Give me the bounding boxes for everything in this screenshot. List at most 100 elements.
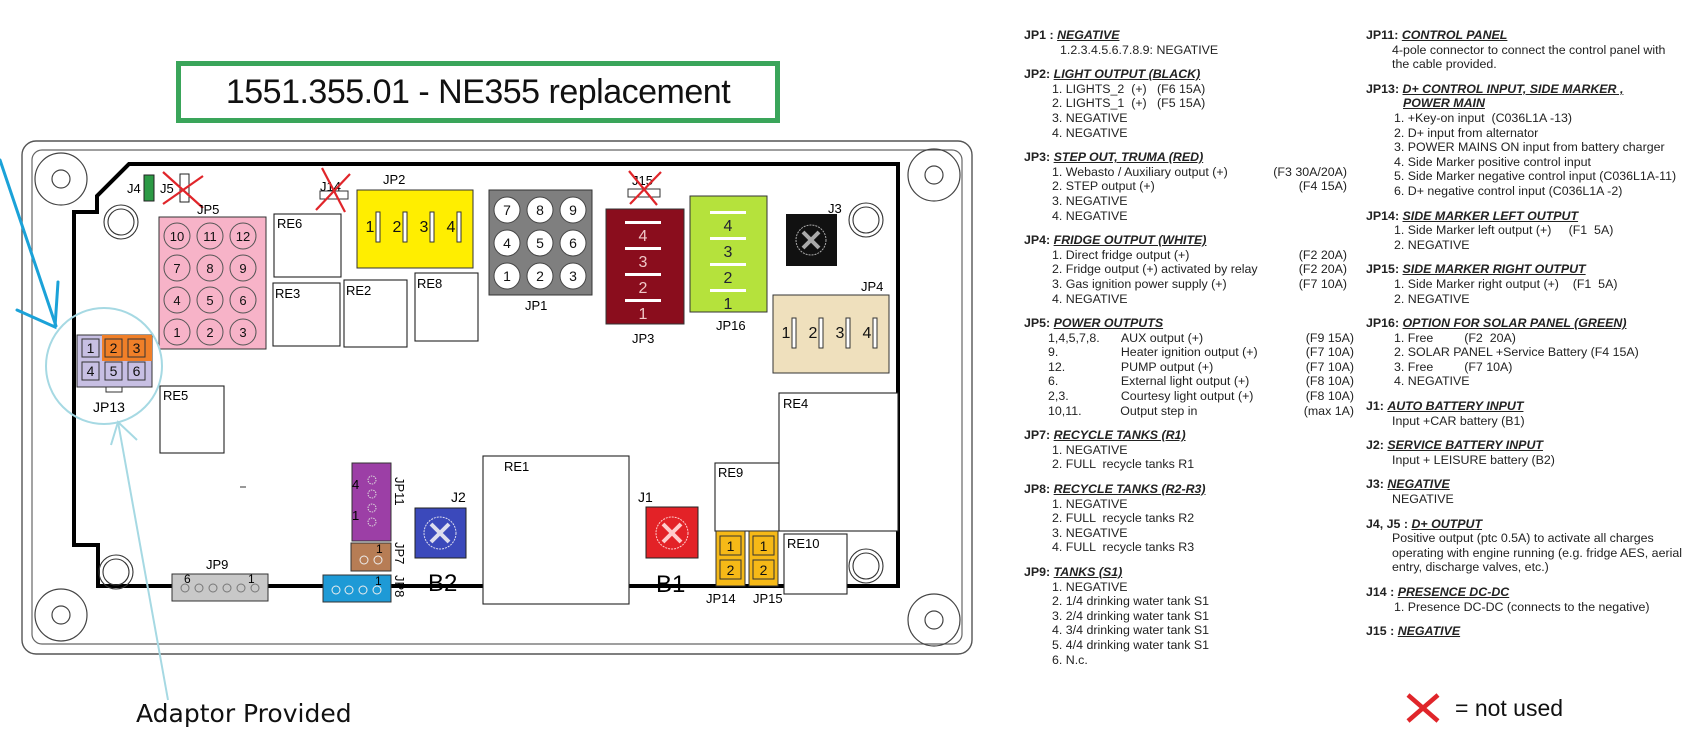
legend-item-fuse: (F2 20A) (1298, 247, 1347, 262)
jp3-pin (625, 299, 661, 302)
legend-item: 6. N.c. (1052, 652, 1088, 667)
jp5-pin (229, 222, 257, 250)
legend-code: JP4: (1024, 233, 1054, 248)
legend-item: 4. NEGATIVE (1024, 209, 1347, 224)
jp11-pin-mark-4: 4 (352, 477, 359, 492)
jp4-pin-label: 2 (809, 325, 818, 342)
jp3-pin (625, 273, 661, 276)
legend-title: POWER MAIN (1403, 96, 1485, 111)
legend-heading: J15 : NEGATIVE (1366, 624, 1691, 639)
legend-code: J14 : (1366, 585, 1398, 599)
jp13-pin-label: 2 (110, 340, 118, 356)
legend-item: 4. NEGATIVE (1052, 125, 1128, 140)
legend-item: 1. NEGATIVE (1052, 496, 1128, 511)
jp15-pin-label: 1 (760, 538, 768, 554)
legend-row-pins: 2,3. (1048, 389, 1069, 404)
legend-section-j15: J15 : NEGATIVE (1366, 624, 1691, 639)
label-jp1: JP1 (525, 298, 547, 313)
jp5-pin (229, 286, 257, 314)
legend-code: J15 : (1366, 624, 1398, 639)
jp13-pin-label: 4 (87, 363, 95, 379)
legend-heading: JP13: D+ CONTROL INPUT, SIDE MARKER , (1366, 82, 1691, 97)
legend-item: 4. FULL recycle tanks R3 (1052, 540, 1195, 555)
jp16-pin (710, 263, 746, 266)
label-jp11: JP11 (392, 477, 407, 506)
relay-re4 (778, 392, 899, 532)
legend-code: JP5: (1024, 316, 1054, 331)
legend-code: JP11: (1366, 28, 1402, 42)
legend-section-j2: J2: SERVICE BATTERY INPUT Input + LEISUR… (1366, 438, 1691, 467)
jp1-pin (559, 229, 587, 257)
label-j3: J3 (828, 201, 842, 216)
label-jp2: JP2 (383, 172, 405, 187)
legend-item: 1. Side Marker right output (+) (F1 5A) (1394, 276, 1618, 291)
relay-re9 (714, 462, 780, 532)
relay-re8 (414, 272, 479, 342)
legend-item: 2. LIGHTS_1 (+) (F5 15A) (1052, 96, 1206, 111)
legend-title: AUTO BATTERY INPUT (1387, 399, 1524, 414)
jp16-pin (710, 237, 746, 240)
relay-re10 (783, 533, 848, 595)
label-jp9: JP9 (206, 557, 228, 572)
jp3-pin-label: 2 (639, 280, 648, 297)
label-re4: RE4 (783, 396, 808, 411)
jp4-pin (872, 317, 878, 349)
legend-title: STEP OUT, TRUMA (RED) (1053, 150, 1204, 165)
jp3-pin-label: 3 (639, 254, 648, 271)
title-text: 1551.355.01 - NE355 replacement (225, 72, 731, 111)
relay-re2 (343, 279, 408, 348)
legend-row-desc: PUMP output (+) (1120, 359, 1214, 374)
legend-item: 2. 1/4 drinking water tank S1 (1052, 594, 1210, 609)
legend-item: 1. NEGATIVE (1052, 579, 1128, 594)
label-j5: J5 (160, 181, 174, 196)
jp9-pin-mark-6: 6 (184, 572, 191, 586)
jp13-highlight-circle (45, 307, 163, 425)
legend-section-j3: J3: NEGATIVE NEGATIVE (1366, 477, 1691, 506)
legend-text: Input +CAR battery (B1) (1392, 413, 1525, 428)
legend-item: 2. SOLAR PANEL +Service Battery (F4 15A) (1394, 345, 1639, 360)
legend-row-pins: 10,11. (1048, 403, 1082, 418)
legend-row-pins: 12. (1048, 359, 1066, 374)
legend-section-jp2: JP2: LIGHT OUTPUT (BLACK)1. LIGHTS_2 (+)… (1024, 67, 1354, 140)
legend-code: JP1 : (1024, 28, 1058, 42)
label-j4: J4 (127, 181, 141, 196)
jp4-pin-label: 3 (836, 325, 845, 342)
jp1-pin (559, 262, 587, 290)
legend-item: 3. Free (F7 10A) (1394, 359, 1513, 374)
legend-item: 6. D+ negative control input (C036L1A -2… (1394, 183, 1623, 198)
jp5-pin (196, 318, 224, 346)
legend-item-text: 3. NEGATIVE (1052, 193, 1128, 208)
j5-not-used-cross (162, 171, 204, 209)
legend-title: NEGATIVE (1397, 624, 1461, 639)
jp5-pin-label: 1 (173, 325, 180, 340)
legend-heading: J1: AUTO BATTERY INPUT (1366, 399, 1691, 414)
legend-item: 3. 2/4 drinking water tank S1 (1052, 608, 1210, 623)
jp1-pin (493, 229, 521, 257)
relay-re1 (482, 455, 630, 605)
legend-section-jp13: JP13: D+ CONTROL INPUT, SIDE MARKER ,POW… (1366, 82, 1691, 199)
legend-heading: JP9: TANKS (S1) (1024, 565, 1354, 580)
relay-re3 (272, 282, 341, 347)
jp5-pin (196, 222, 224, 250)
label-re3: RE3 (275, 286, 300, 301)
jp2-pin (456, 211, 462, 243)
legend-title: FRIDGE OUTPUT (WHITE) (1053, 233, 1207, 248)
legend-code: JP13: (1366, 81, 1403, 96)
jp5-pin-label: 7 (173, 261, 180, 276)
j3-screw-icon (795, 224, 827, 256)
legend-title: POWER OUTPUTS (1053, 316, 1164, 331)
jp5-pin-label: 2 (206, 325, 213, 340)
legend-item: 2. Fridge output (+) activated by relay(… (1024, 262, 1347, 277)
legend-section-jp16: JP16: OPTION FOR SOLAR PANEL (GREEN)1. F… (1366, 316, 1691, 389)
legend-row-desc: External light output (+) (1120, 374, 1250, 389)
label-jp8: JP8 (392, 575, 407, 597)
label-re6: RE6 (277, 216, 302, 231)
